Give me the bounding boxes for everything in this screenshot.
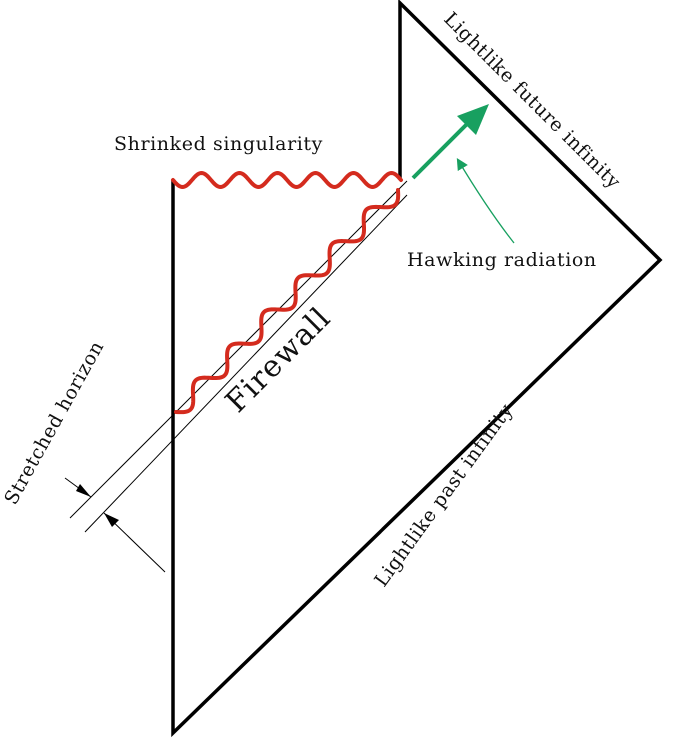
stretched-horizon-line-outer xyxy=(69,180,408,519)
lightlike-future-infinity-label: Lightlike future infinity xyxy=(439,8,624,193)
shrinked-singularity-label: Shrinked singularity xyxy=(114,133,323,155)
measurement-arrow-upper xyxy=(76,484,91,497)
lightlike-past-infinity-label: Lightlike past infinity xyxy=(370,400,517,591)
spacetime-boundary xyxy=(171,0,663,738)
hawking-radiation-arrowhead xyxy=(457,104,489,135)
hawking-radiation-label: Hawking radiation xyxy=(407,249,597,271)
firewall-wave xyxy=(174,188,401,415)
stretched-horizon-label: Stretched horizon xyxy=(0,337,108,508)
hawking-radiation-pointer xyxy=(456,157,515,244)
firewall-label: Firewall xyxy=(219,301,338,420)
shrinked-singularity-wave xyxy=(171,170,403,190)
hawking-radiation-arrow xyxy=(411,119,472,180)
stretched-horizon-line-inner xyxy=(84,194,408,533)
measurement-arrow-lower xyxy=(104,513,119,527)
